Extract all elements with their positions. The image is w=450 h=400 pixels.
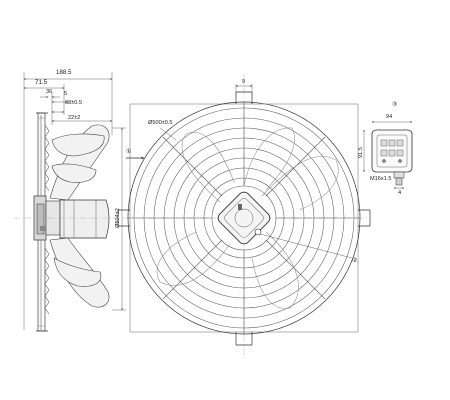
dim-offset: 36 — [46, 89, 52, 95]
dim-slot-width: 9 — [242, 79, 245, 85]
dim-hub: 68±0.5 — [65, 100, 82, 106]
dim-guard-diameter: Ø500±0.5 — [148, 120, 173, 126]
dim-cable-gland: M16x1.5 — [370, 176, 391, 182]
terminal-box: ③ 94 91.5 M16x1.5 4 — [358, 101, 413, 196]
airflow-arrow: ① — [126, 148, 145, 160]
dim-depth: 71.5 — [35, 79, 48, 86]
cable-gland — [393, 171, 405, 189]
dim-gland-offset: 4 — [398, 190, 401, 196]
side-motor — [14, 195, 118, 241]
side-blades — [49, 124, 110, 308]
dim-overall-length: 188.5 — [56, 69, 72, 76]
leader-2: ② — [259, 233, 358, 264]
side-view: 188.5 71.5 36 5 68±0.5 22±2 Ø504±2 — [14, 69, 126, 332]
dim-flange: 5 — [64, 91, 67, 97]
front-blades — [156, 127, 339, 309]
label-detail-3: ③ — [392, 101, 398, 108]
dim-guard-gap: 22±2 — [68, 115, 80, 121]
terminal-block — [380, 139, 404, 163]
dim-box-width: 94 — [386, 114, 392, 120]
label-airflow-number: ① — [126, 148, 132, 155]
motor-hub-front — [217, 191, 271, 245]
dim-box-height: 91.5 — [358, 147, 364, 158]
label-detail-2: ② — [352, 257, 358, 264]
front-dimensions: 9 Ø500±0.5 — [148, 79, 253, 141]
front-view: 9 Ø500±0.5 ① ② — [117, 74, 371, 358]
